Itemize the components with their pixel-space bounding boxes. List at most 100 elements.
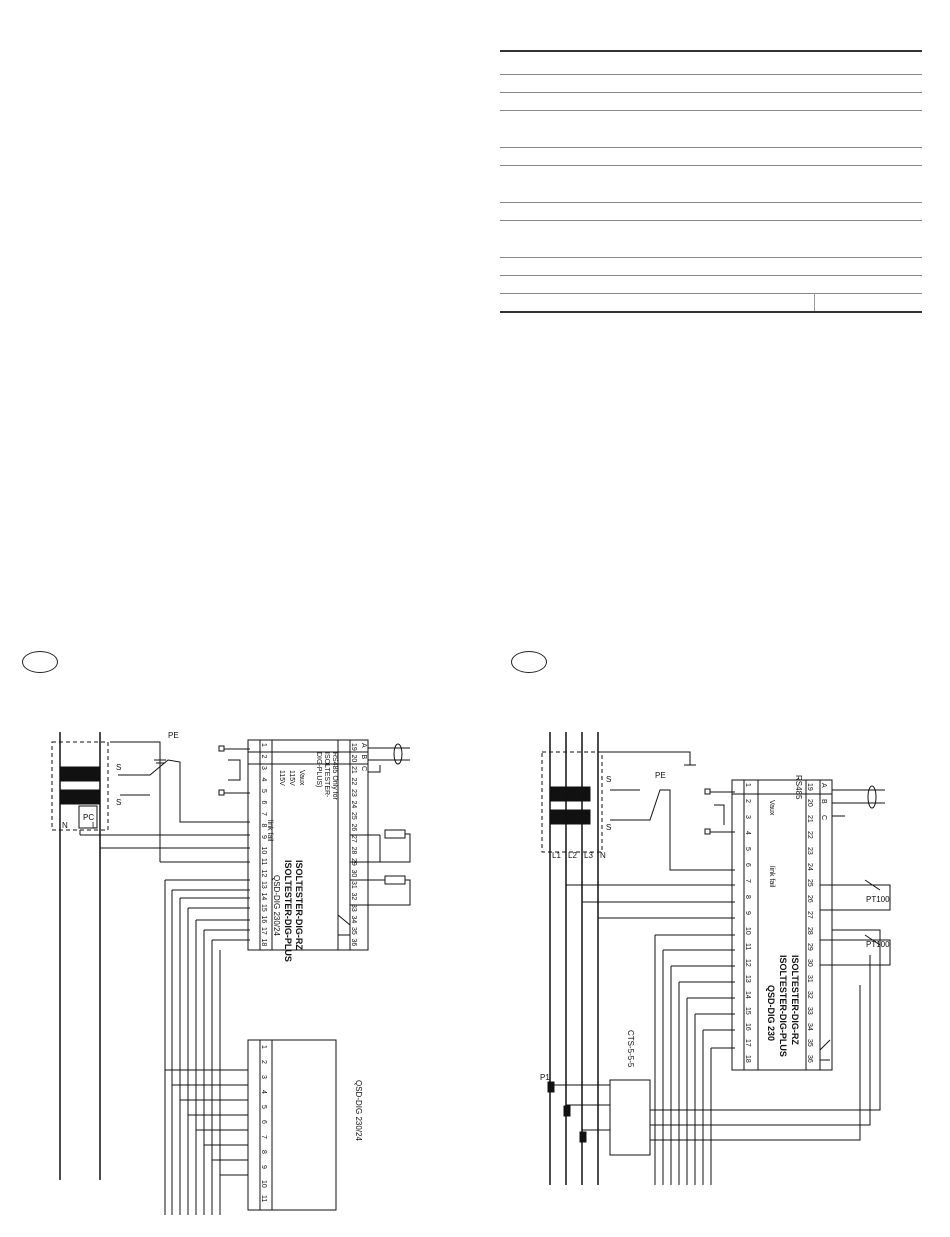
table-row-rule (500, 202, 922, 203)
left-wiring-diagram (51, 732, 411, 1215)
table-row-rule (500, 293, 922, 294)
right-bottom-terminal-number: 16 (744, 1023, 751, 1031)
left-rs485-shield (393, 743, 403, 765)
left-115v-b: 115V (278, 770, 285, 786)
right-transformer-box (541, 751, 603, 853)
left-top-terminal-letter: A (360, 743, 367, 748)
left-secondary-terminal-number: 10 (260, 1180, 267, 1188)
table-top-rule (500, 50, 922, 52)
left-top-terminal-number: 35 (350, 927, 357, 935)
right-bottom-terminal-number: 12 (744, 959, 751, 967)
left-secondary-box (247, 1039, 337, 1211)
right-bottom-terminal-number: 2 (744, 799, 751, 803)
left-bottom-terminal-number: 5 (260, 789, 267, 793)
right-bottom-terminal-number: 3 (744, 815, 751, 819)
left-top-terminal-number: 36 (350, 939, 357, 947)
left-ground-symbol (110, 741, 166, 764)
right-top-terminal-number: 31 (806, 975, 813, 983)
right-s1-label: S (606, 775, 611, 784)
left-pe-label: PE (168, 731, 179, 740)
right-top-terminal-number: 34 (806, 1023, 813, 1031)
left-top-terminal-number: 33 (350, 904, 357, 912)
right-s2-label: S (606, 823, 611, 832)
left-secondary-terminal-number: 3 (260, 1075, 267, 1079)
left-secondary-terminal-number: 9 (260, 1165, 267, 1169)
table-row-rule (500, 74, 922, 75)
right-device-box (731, 779, 833, 1071)
left-n-label: N (62, 821, 68, 830)
left-secondary-terminal-number: 2 (260, 1060, 267, 1064)
left-bottom-terminal-number: 17 (260, 927, 267, 935)
left-aux-inputs (222, 748, 250, 794)
right-top-terminal-letter: B (820, 799, 827, 804)
right-top-terminal-number: 33 (806, 1007, 813, 1015)
right-rs485-label: RS485 (794, 775, 803, 800)
left-device-box (247, 739, 369, 951)
table-bottom-rule (500, 311, 922, 313)
left-rs485-label-3: DIG-PLUS) (315, 752, 322, 787)
right-p1-label: P1 (540, 1073, 550, 1082)
left-resistor-2 (384, 875, 406, 885)
left-pc-box (78, 805, 98, 829)
right-top-terminal-number: 29 (806, 943, 813, 951)
left-top-terminal-number: 26 (350, 824, 357, 832)
left-link-fail-label: link fail (266, 820, 273, 842)
left-top-terminal-letter: C (360, 766, 367, 771)
right-top-terminal-number: 24 (806, 863, 813, 871)
right-top-terminal-number: 32 (806, 991, 813, 999)
left-top-terminal-number: 22 (350, 778, 357, 786)
right-model-label: QSD-DIG 230 (766, 985, 776, 1041)
right-bottom-terminal-number: 7 (744, 879, 751, 883)
right-ct-module (609, 1079, 651, 1156)
table-row-rule (500, 147, 922, 148)
left-secondary-terminal-number: 5 (260, 1105, 267, 1109)
terminal-numbers: 192021222324252627282930313233343536ABC1… (260, 743, 827, 1202)
right-top-terminal-number: 20 (806, 799, 813, 807)
left-top-terminal-number: 29 (350, 858, 357, 866)
table-row-rule (500, 92, 922, 93)
table-column-divider (814, 293, 815, 311)
right-diagram-labels: ISOLTESTER-DIG-RZ ISOLTESTER-DIG-PLUS QS… (540, 771, 890, 1082)
right-bottom-terminal-number: 14 (744, 991, 751, 999)
right-vaux-label: Vaux (768, 800, 775, 816)
right-cts-label: CTS-5-5-5 (626, 1030, 635, 1068)
left-top-terminal-letter: B (360, 755, 367, 760)
right-link-fail-label: link fail (768, 866, 775, 888)
right-n-label: N (600, 851, 606, 860)
left-relay-contact (337, 914, 351, 936)
table-row-rule (500, 165, 922, 166)
left-pc-label: PC (83, 813, 94, 822)
right-top-terminal-number: 27 (806, 911, 813, 919)
right-bottom-terminal-number: 5 (744, 847, 751, 851)
right-top-terminal-letter: A (820, 783, 827, 788)
left-rs485-label-1: RS485 Only for (331, 752, 338, 801)
left-bottom-terminal-number: 14 (260, 893, 267, 901)
left-secondary-terminal-number: 1 (260, 1045, 267, 1049)
left-top-terminal-number: 30 (350, 870, 357, 878)
left-rs485-label-2: ISOLTESTER- (323, 752, 330, 798)
right-bottom-terminal-number: 18 (744, 1055, 751, 1063)
left-s2-label: S (116, 798, 121, 807)
right-bottom-terminal-number: 4 (744, 831, 751, 835)
left-bottom-terminal-number: 7 (260, 812, 267, 816)
left-top-terminal-number: 32 (350, 893, 357, 901)
left-top-terminal-number: 21 (350, 766, 357, 774)
left-bottom-terminal-number: 8 (260, 824, 267, 828)
left-bottom-terminal-number: 6 (260, 801, 267, 805)
table-row-rule (500, 220, 922, 221)
left-top-terminal-number: 31 (350, 881, 357, 889)
right-title-line2: ISOLTESTER-DIG-PLUS (778, 955, 788, 1057)
left-bottom-terminal-number: 13 (260, 881, 267, 889)
right-top-terminal-number: 28 (806, 927, 813, 935)
right-top-terminal-number: 36 (806, 1055, 813, 1063)
right-top-terminal-letter: C (820, 815, 827, 820)
right-top-terminal-number: 23 (806, 847, 813, 855)
right-l3-label: L3 (584, 851, 593, 860)
left-vaux-label: Vaux (298, 770, 305, 786)
right-top-terminal-number: 21 (806, 815, 813, 823)
left-top-terminal-number: 19 (350, 743, 357, 751)
left-bottom-terminal-number: 2 (260, 755, 267, 759)
left-bottom-terminal-number: 18 (260, 939, 267, 947)
left-bottom-terminal-number: 15 (260, 904, 267, 912)
right-top-terminal-number: 35 (806, 1039, 813, 1047)
